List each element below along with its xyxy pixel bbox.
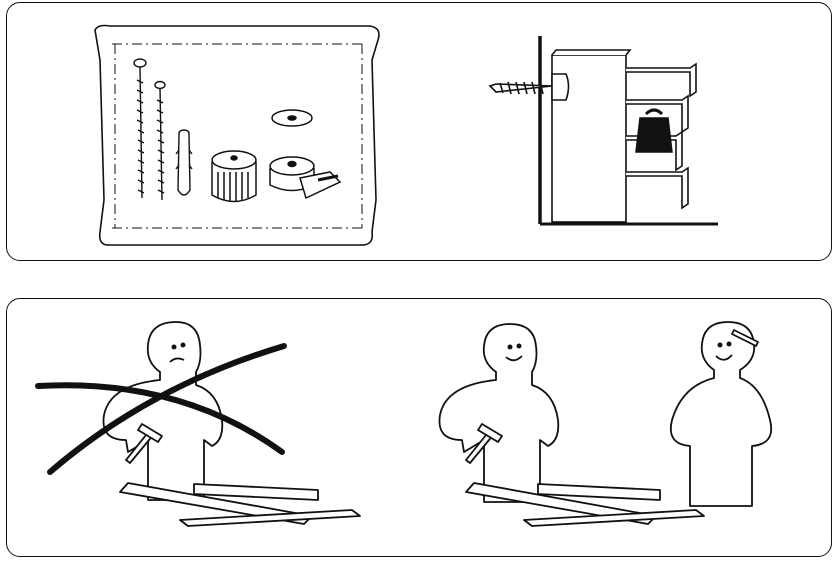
person-figure-a bbox=[439, 324, 558, 502]
person-figure-b bbox=[671, 322, 771, 506]
